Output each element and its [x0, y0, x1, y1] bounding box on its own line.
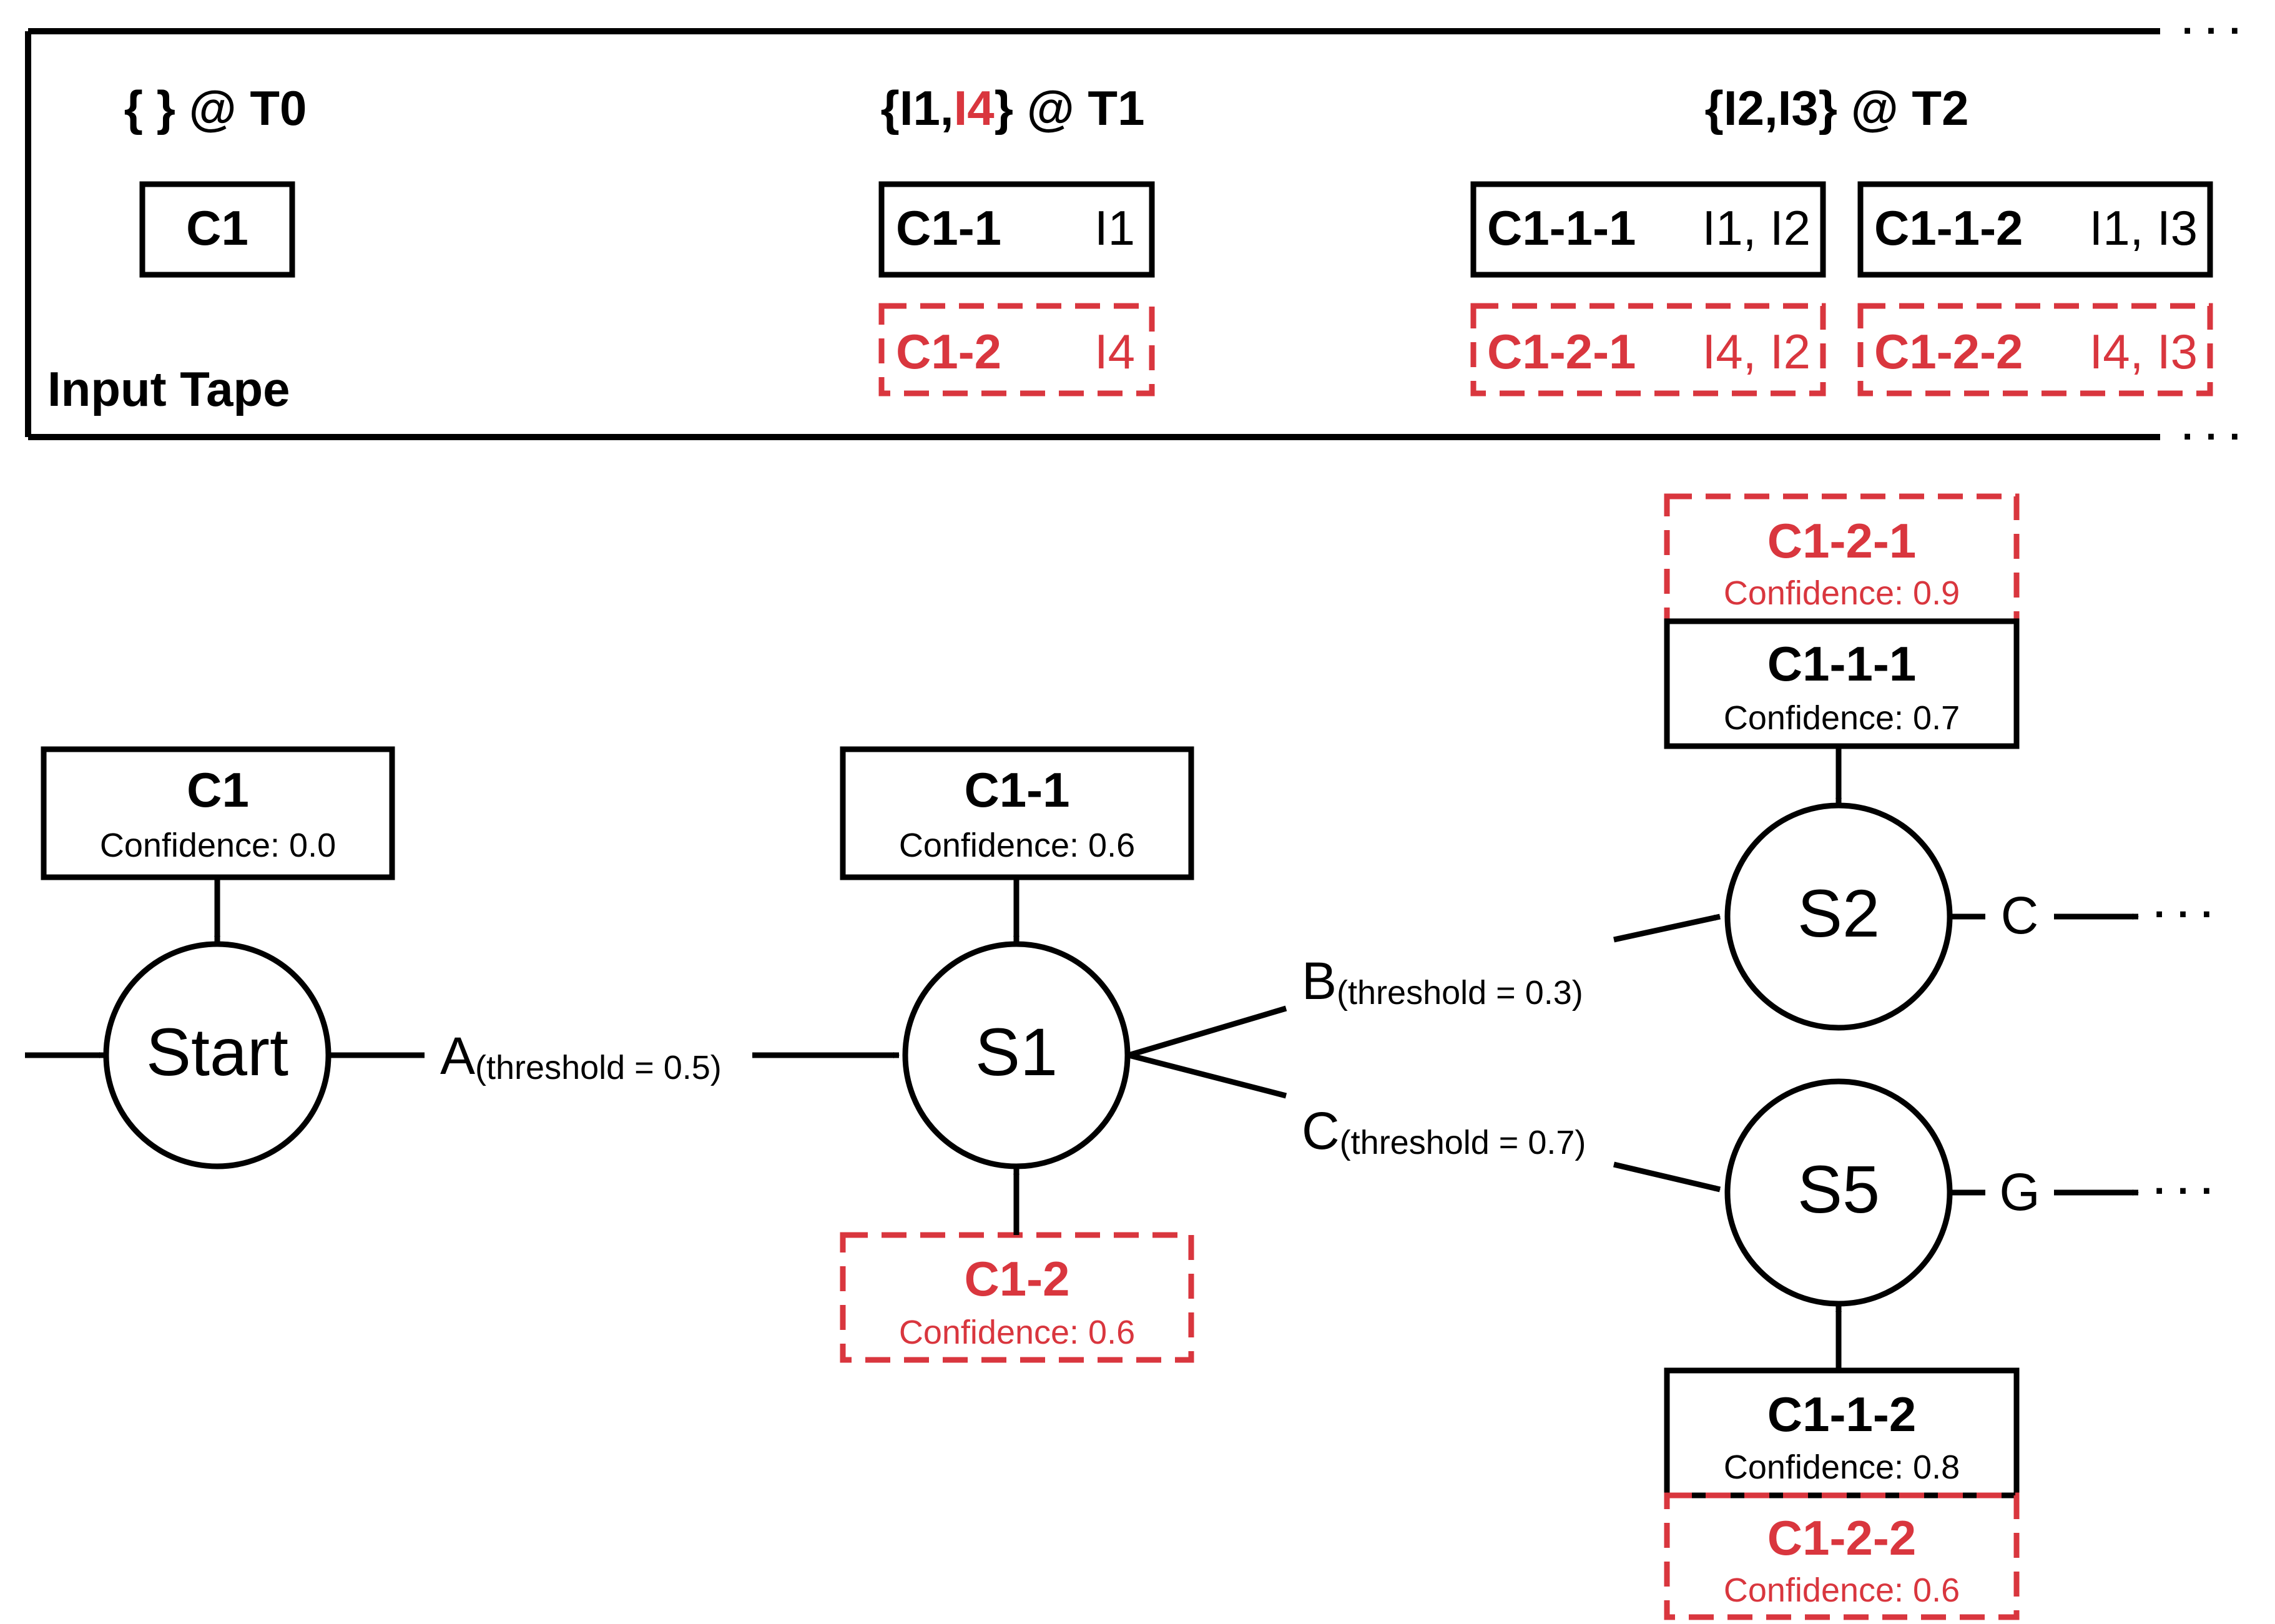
config-c1-2-1-box: [1664, 493, 2020, 624]
tape-t2-dashed-b-box: [1857, 303, 2213, 396]
transition-c-line: [1128, 1052, 1287, 1099]
config-c1-2-2-name: C1-2-2: [1767, 1510, 1916, 1565]
tape-t2-solid-a-box: [1470, 181, 1826, 278]
config-c1-confidence: Confidence: 0.0: [100, 827, 336, 864]
tape-label: Input Tape: [47, 362, 290, 416]
transition-c-label: C(threshold = 0.7): [1302, 1101, 1586, 1161]
tape-t1-solid-box: [878, 181, 1155, 278]
config-c1-1-1-confidence: Confidence: 0.7: [1724, 699, 1960, 737]
state-s2: [1724, 802, 1953, 1031]
tape-t2-solid-a-name: C1-1-1: [1487, 200, 1636, 255]
s5-out-symbol: G: [1999, 1163, 2040, 1221]
tape-t2-solid-a-items: I1, I2: [1703, 200, 1811, 255]
config-c1-2-1-confidence: Confidence: 0.9: [1724, 574, 1960, 612]
state-s2-label: S2: [1797, 875, 1880, 951]
state-s5-label: S5: [1797, 1151, 1880, 1227]
tape-t2-dashed-a-items: I4, I2: [1703, 324, 1811, 379]
config-c1-1-1-name: C1-1-1: [1767, 636, 1916, 691]
s2-out-ellipsis: · · ·: [2154, 893, 2214, 936]
config-c1-name: C1: [187, 762, 249, 817]
tape-t2-dashed-b-items: I4, I3: [2090, 324, 2198, 379]
tape-t2-solid-b-box: [1857, 181, 2213, 278]
config-c1-1-1-box: [1664, 618, 2020, 749]
tape-t0-config-name: C1: [186, 200, 248, 255]
state-machine: Start C1 Confidence: 0.0 A(threshold = 0…: [25, 493, 2214, 1620]
state-s5: [1724, 1078, 1953, 1307]
config-c1-2-confidence: Confidence: 0.6: [899, 1314, 1135, 1351]
s5-out-ellipsis: · · ·: [2154, 1169, 2214, 1213]
config-c1-2-2-box: [1664, 1492, 2020, 1620]
tape-t2-dashed-b-name: C1-2-2: [1874, 324, 2023, 379]
tape-t1-dashed-name: C1-2: [896, 324, 1001, 379]
tape-bottom-ellipsis: · · ·: [2182, 415, 2242, 458]
tape-t1-dashed-items: I4: [1094, 324, 1135, 379]
tape-t2-dashed-a-name: C1-2-1: [1487, 324, 1636, 379]
config-c1-2-name: C1-2: [964, 1251, 1069, 1306]
state-s1-label: S1: [975, 1014, 1058, 1090]
tape-t2-header: {I2,I3} @ T2: [1705, 81, 1969, 135]
config-c1-1-confidence: Confidence: 0.6: [899, 827, 1135, 864]
tape-t1-solid-name: C1-1: [896, 200, 1001, 255]
config-c1-1-2-name: C1-1-2: [1767, 1387, 1916, 1442]
transition-c-arrow: [1613, 1161, 1721, 1193]
state-start: [103, 941, 332, 1169]
tape-t1-solid-items: I1: [1094, 200, 1135, 255]
transition-b-arrow: [1613, 913, 1721, 943]
input-tape: · · · · · · Input Tape { } @ T0 C1 {I1,I…: [25, 9, 2242, 458]
config-c1-2-2-confidence: Confidence: 0.6: [1724, 1572, 1960, 1609]
config-c1-1-2-confidence: Confidence: 0.8: [1724, 1449, 1960, 1486]
tape-t1-header: {I1,I4} @ T1: [881, 81, 1145, 135]
transition-b-line: [1128, 1005, 1287, 1058]
tape-t2-dashed-a-box: [1470, 303, 1826, 396]
transition-a-label: A(threshold = 0.5): [440, 1026, 722, 1086]
s2-out-symbol: C: [2001, 886, 2039, 945]
state-s1: [902, 941, 1131, 1169]
tape-top-ellipsis: · · ·: [2182, 9, 2242, 52]
tape-t2-solid-b-items: I1, I3: [2090, 200, 2198, 255]
config-c1-2-1-name: C1-2-1: [1767, 513, 1916, 568]
state-start-label: Start: [146, 1014, 288, 1090]
tape-t0-header: { } @ T0: [124, 81, 307, 135]
tape-t2-solid-b-name: C1-1-2: [1874, 200, 2023, 255]
tape-t0-config-box: [139, 181, 295, 278]
transition-b-label: B(threshold = 0.3): [1302, 952, 1583, 1011]
config-c1-1-name: C1-1: [964, 762, 1069, 817]
tape-t1-dashed-box: [878, 303, 1155, 396]
